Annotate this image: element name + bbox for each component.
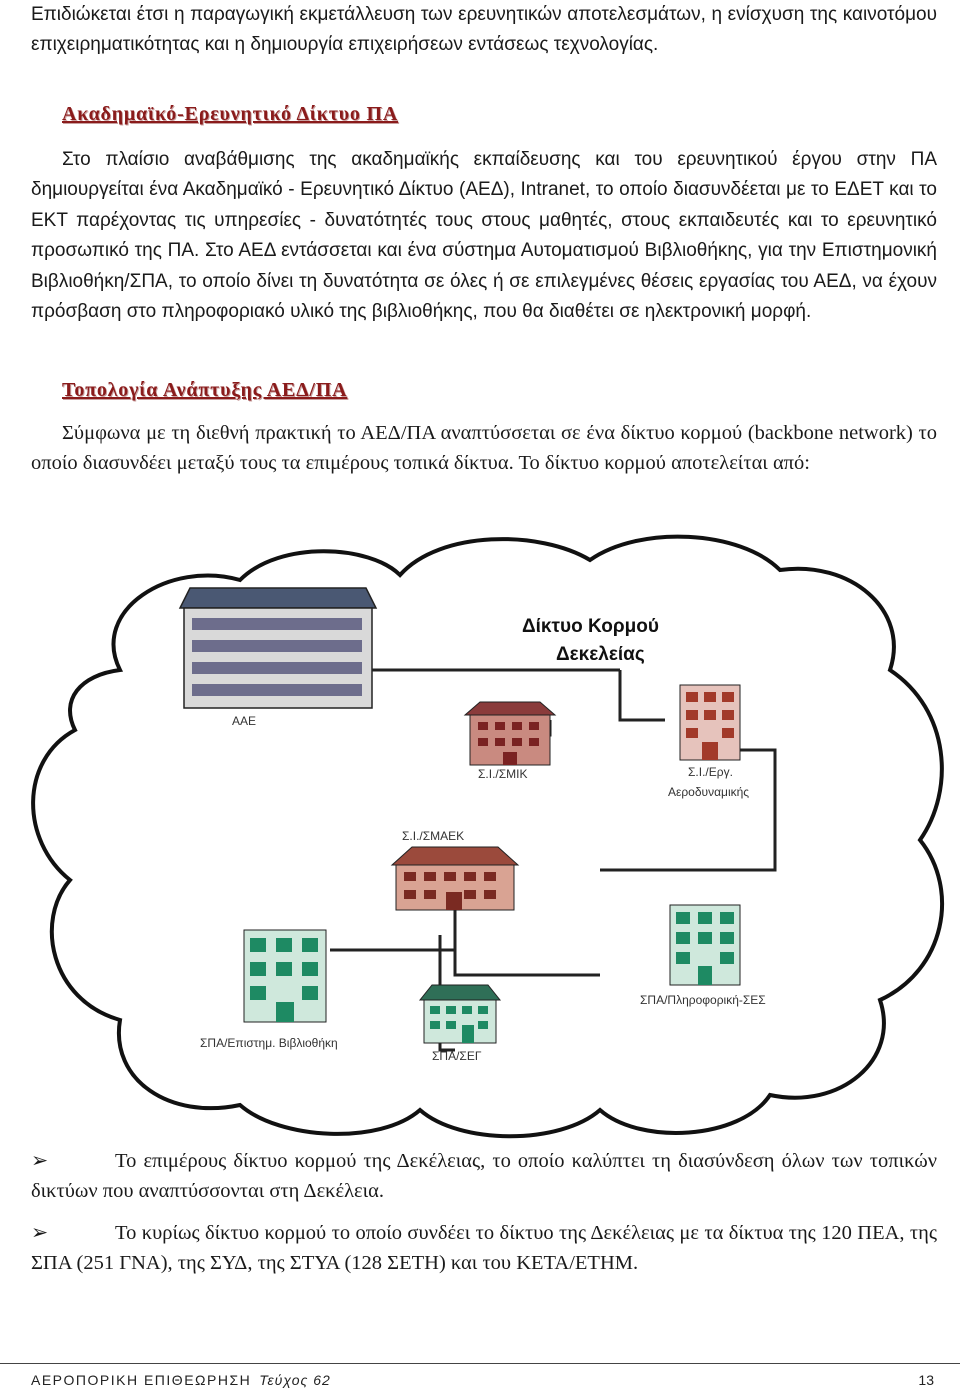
- section-heading-academic-network: Ακαδημαϊκό-Ερευνητικό Δίκτυο ΠΑ: [62, 103, 399, 125]
- label-aae: ΑΑΕ: [232, 714, 256, 728]
- arrow-bullet-icon: ➢: [31, 1222, 49, 1244]
- topology-paragraph: Σύμφωνα με τη διεθνή πρακτική το ΑΕΔ/ΠΑ …: [31, 422, 937, 475]
- bullet-text-2: Το κυρίως δίκτυο κορμού το οποίο συνδέει…: [31, 1222, 937, 1275]
- bullet-item-1: ➢Το επιμέρους δίκτυο κορμού της Δεκέλεια…: [31, 1146, 937, 1206]
- building-spa-library-icon: [243, 929, 327, 1023]
- backbone-network-diagram: ΑΑΕ Δίκτυο Κορμού Δεκελείας Σ.Ι./ΣΜΙΚ Σ.…: [31, 534, 944, 1139]
- academic-network-paragraph: Στο πλαίσιο αναβάθμισης της ακαδημαϊκής …: [31, 149, 937, 323]
- section-heading-topology: Τοπολογία Ανάπτυξης ΑΕΔ/ΠΑ: [62, 379, 348, 401]
- label-aero-line2: Αεροδυναμικής: [668, 785, 749, 799]
- cloud-outline: [31, 534, 944, 1139]
- bullet-text-1: Το επιμέρους δίκτυο κορμού της Δεκέλειας…: [31, 1150, 937, 1203]
- label-smaek: Σ.Ι./ΣΜΑΕΚ: [402, 829, 464, 843]
- page-footer: ΑΕΡΟΠΟΡΙΚΗ ΕΠΙΘΕΩΡΗΣΗ Τεύχος 62 13: [0, 1363, 960, 1394]
- footer-publication: ΑΕΡΟΠΟΡΙΚΗ ΕΠΙΘΕΩΡΗΣΗ Τεύχος 62: [31, 1372, 331, 1388]
- diagram-title-line2: Δεκελείας: [556, 644, 645, 665]
- intro-paragraph: Επιδιώκεται έτσι η παραγωγική εκμετάλλευ…: [31, 4, 937, 56]
- arrow-bullet-icon: ➢: [31, 1150, 49, 1172]
- building-aerodynamics-icon: [679, 684, 741, 761]
- building-smaek-icon: [390, 846, 520, 911]
- label-smik: Σ.Ι./ΣΜΙΚ: [478, 767, 528, 781]
- label-spa-library: ΣΠΑ/Επιστημ. Βιβλιοθήκη: [200, 1036, 338, 1050]
- diagram-title-line1: Δίκτυο Κορμού: [522, 616, 659, 637]
- publication-name: ΑΕΡΟΠΟΡΙΚΗ ΕΠΙΘΕΩΡΗΣΗ: [31, 1372, 252, 1388]
- building-spa-informatics-icon: [669, 904, 741, 986]
- label-aero-line1: Σ.Ι./Εργ.: [688, 765, 733, 779]
- issue-number: Τεύχος 62: [259, 1372, 331, 1388]
- bullet-item-2: ➢Το κυρίως δίκτυο κορμού το οποίο συνδέε…: [31, 1218, 937, 1278]
- label-spa-seg: ΣΠΑ/ΣΕΓ: [432, 1049, 482, 1063]
- building-smik-icon: [463, 701, 557, 766]
- label-spa-informatics: ΣΠΑ/Πληροφορική-ΣΕΣ: [640, 993, 766, 1007]
- page-number: 13: [918, 1372, 934, 1388]
- building-aae-icon: [178, 587, 378, 709]
- building-spa-seg-icon: [418, 984, 502, 1044]
